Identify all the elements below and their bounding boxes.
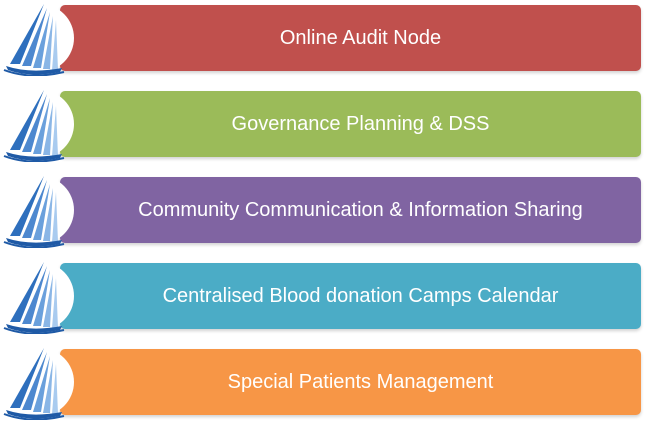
item-label: Special Patients Management [227, 370, 494, 393]
list-item-governance-planning: Governance Planning & DSS [0, 86, 645, 162]
list-item-community-communication: Community Communication & Information Sh… [0, 172, 645, 248]
bar-special-patients: Special Patients Management [60, 349, 641, 415]
item-label: Online Audit Node [279, 26, 442, 49]
sail-logo-icon [3, 261, 75, 334]
sail-logo-icon [3, 89, 75, 162]
bar-governance-planning: Governance Planning & DSS [60, 91, 641, 157]
bar-blood-donation-calendar: Centralised Blood donation Camps Calenda… [60, 263, 641, 329]
list-item-special-patients: Special Patients Management [0, 344, 645, 420]
sail-logo-icon [3, 347, 75, 420]
list-item-online-audit-node: Online Audit Node [0, 0, 645, 76]
bar-community-communication: Community Communication & Information Sh… [60, 177, 641, 243]
item-label: Governance Planning & DSS [231, 112, 490, 135]
bar-online-audit-node: Online Audit Node [60, 5, 641, 71]
list-item-blood-donation-calendar: Centralised Blood donation Camps Calenda… [0, 258, 645, 334]
item-label: Community Communication & Information Sh… [138, 198, 583, 221]
sail-logo-icon [3, 175, 75, 248]
item-label: Centralised Blood donation Camps Calenda… [162, 284, 559, 307]
sail-logo-icon [3, 3, 75, 76]
